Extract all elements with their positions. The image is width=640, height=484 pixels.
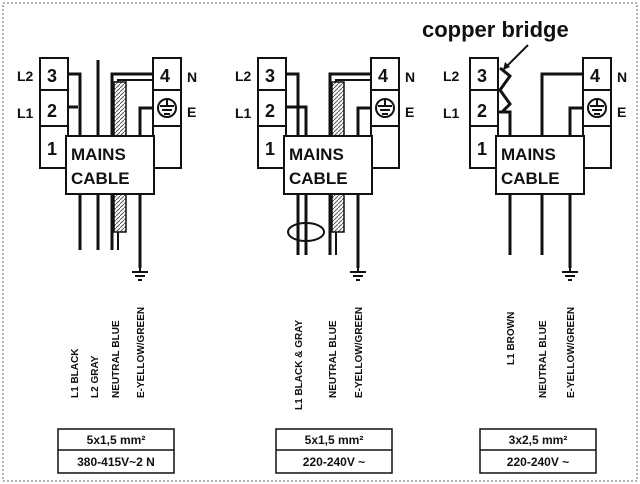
spec-box	[275, 428, 393, 474]
wire-label-earth: E-YELLOW/GREEN	[566, 307, 577, 398]
terminal-block-left	[257, 57, 287, 169]
label-n: N	[187, 69, 197, 85]
terminal-3: 3	[265, 66, 275, 86]
label-e: E	[405, 104, 414, 120]
mains-label: MAINS	[71, 145, 126, 164]
label-l2: L2	[235, 68, 252, 84]
wire-label-earth: E-YELLOW/GREEN	[354, 307, 365, 398]
wire-label-neutral-blue: NEUTRAL BLUE	[328, 320, 339, 398]
mains-cable-box	[65, 135, 155, 195]
copper-bridge	[498, 66, 513, 114]
label-l2: L2	[443, 68, 460, 84]
wire-label-l1-black-gray: L1 BLACK & GRAY	[294, 319, 305, 410]
label-l1: L1	[443, 105, 460, 121]
label-n-diagram-3: N	[617, 69, 627, 85]
diagram-3: 3 2 1 L2 L1 4 MAINS CABLE L1 BROWN NEUTR…	[443, 57, 612, 474]
terminal-4: 4	[378, 66, 388, 86]
wire-label-l1-brown: L1 BROWN	[506, 312, 517, 365]
copper-bridge-arrowhead	[503, 62, 510, 70]
terminal-3: 3	[47, 66, 57, 86]
spec-cable: 5x1,5 mm²	[87, 433, 146, 447]
spec-voltage: 220-240V ~	[507, 455, 569, 469]
label-e-diagram-3: E	[617, 104, 626, 120]
label-l1: L1	[17, 105, 34, 121]
terminal-1: 1	[47, 139, 57, 159]
label-n: N	[405, 69, 415, 85]
spec-box	[479, 428, 597, 474]
wire-label-neutral-blue: NEUTRAL BLUE	[111, 320, 122, 398]
terminal-2: 2	[265, 101, 275, 121]
spec-box	[57, 428, 175, 474]
diagram-1: 3 2 1 L2 L1 4 N E MAINS CABLE	[17, 57, 197, 474]
cable-label: CABLE	[501, 169, 560, 188]
copper-bridge-title: copper bridge	[422, 17, 569, 42]
cable-label: CABLE	[71, 169, 130, 188]
wire-label-l2-gray: L2 GRAY	[90, 355, 101, 398]
spec-cable: 3x2,5 mm²	[509, 433, 568, 447]
wire-join-ellipse	[287, 222, 325, 242]
wire-label-neutral-blue: NEUTRAL BLUE	[538, 320, 549, 398]
label-e: E	[187, 104, 196, 120]
terminal-1: 1	[265, 139, 275, 159]
terminal-block-left	[469, 57, 499, 169]
terminal-1: 1	[477, 139, 487, 159]
label-l1: L1	[235, 105, 252, 121]
mains-label: MAINS	[501, 145, 556, 164]
terminal-2: 2	[477, 101, 487, 121]
mains-cable-box	[495, 135, 585, 195]
terminal-4: 4	[590, 66, 600, 86]
mains-cable-box	[283, 135, 373, 195]
terminal-4: 4	[160, 66, 170, 86]
terminal-3: 3	[477, 66, 487, 86]
spec-cable: 5x1,5 mm²	[305, 433, 364, 447]
cable-label: CABLE	[289, 169, 348, 188]
wire-label-earth: E-YELLOW/GREEN	[136, 307, 147, 398]
wire-label-l1-black: L1 BLACK	[70, 348, 81, 398]
terminal-block-left	[39, 57, 69, 169]
diagram-2: 3 2 1 L2 L1 4 N E MAINS CABLE L1 BLACK &…	[235, 57, 415, 474]
terminal-2: 2	[47, 101, 57, 121]
mains-label: MAINS	[289, 145, 344, 164]
label-l2: L2	[17, 68, 34, 84]
spec-voltage: 380-415V~2 N	[77, 455, 155, 469]
spec-voltage: 220-240V ~	[303, 455, 365, 469]
